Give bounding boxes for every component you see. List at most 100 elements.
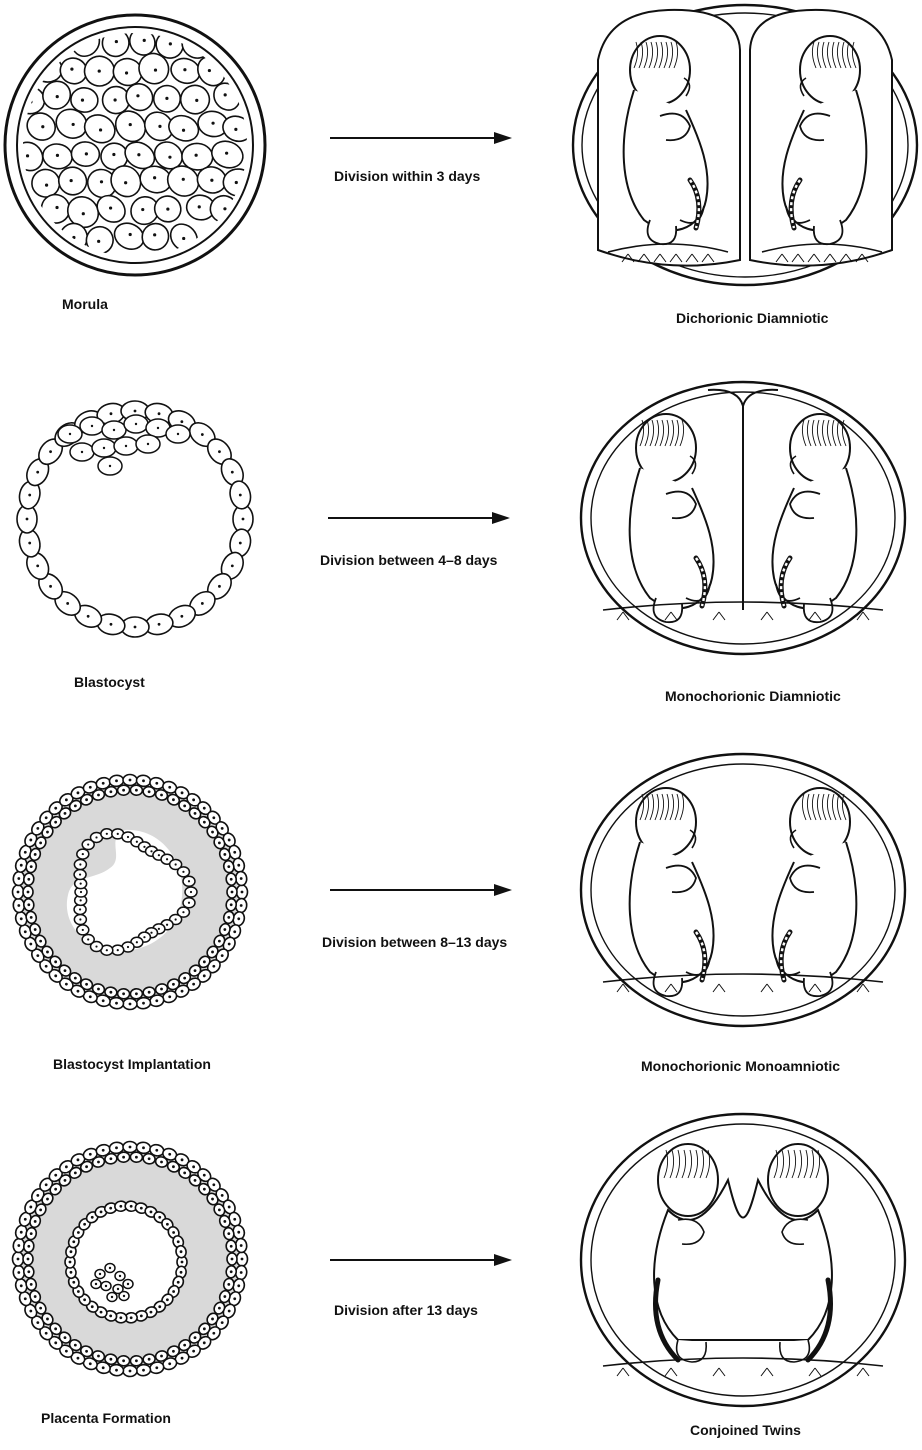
cell-nucleus — [182, 911, 185, 914]
morula-cell — [130, 196, 160, 226]
cell-nucleus — [211, 1197, 214, 1201]
cell-nucleus — [155, 781, 159, 785]
fetus-hair — [687, 1149, 693, 1179]
cell-nucleus — [29, 838, 33, 842]
cell-nucleus — [19, 1284, 23, 1288]
placenta-vessel — [760, 1367, 774, 1377]
cell-nucleus — [237, 1230, 241, 1234]
cell-nucleus — [124, 71, 129, 75]
placenta-vessel — [669, 253, 683, 263]
cell-nucleus — [195, 98, 199, 103]
cell-nucleus — [76, 1290, 80, 1293]
cell-nucleus — [109, 622, 113, 626]
cell-nucleus — [147, 1357, 151, 1361]
cell-nucleus — [240, 1257, 244, 1261]
cell-nucleus — [76, 1356, 80, 1360]
placenta-vessel — [839, 253, 853, 263]
cell-nucleus — [141, 207, 145, 212]
cell-nucleus — [220, 954, 224, 958]
fetus-hair — [649, 793, 655, 821]
cell-nucleus — [69, 178, 73, 183]
fetus-hair — [815, 1149, 821, 1179]
arrow-4 — [328, 1252, 518, 1268]
cell-nucleus — [36, 564, 40, 568]
cell-nucleus — [241, 517, 245, 521]
cell-nucleus — [88, 785, 92, 789]
cell-nucleus — [212, 816, 216, 820]
fetus-hair — [638, 41, 644, 69]
cell-nucleus — [78, 908, 82, 911]
cell-nucleus — [27, 1244, 31, 1248]
fetus-hair — [821, 793, 827, 821]
fetus-arm — [659, 112, 691, 142]
cell-nucleus — [147, 990, 151, 994]
cell-nucleus — [172, 1290, 176, 1293]
cell-nucleus — [134, 422, 138, 426]
cell-nucleus — [227, 1309, 231, 1313]
cell-nucleus — [99, 1310, 103, 1314]
cell-nucleus — [81, 852, 84, 856]
cell-nucleus — [128, 778, 132, 782]
cell-nucleus — [64, 982, 68, 986]
cell-nucleus — [202, 1327, 206, 1331]
cell-nucleus — [108, 464, 112, 468]
cell-nucleus — [101, 1366, 105, 1370]
cell-nucleus — [126, 1282, 130, 1286]
cell-nucleus — [81, 928, 84, 932]
cell-nucleus — [29, 865, 33, 869]
placenta-vessel — [621, 253, 635, 263]
cell-nucleus — [69, 1250, 73, 1254]
cell-nucleus — [229, 1270, 233, 1274]
cell-nucleus — [33, 1220, 37, 1223]
cell-nucleus — [73, 1343, 77, 1347]
stage-label-morula: Morula — [62, 296, 108, 312]
cell-nucleus — [183, 1343, 187, 1347]
cell-nucleus — [36, 1193, 40, 1197]
conjoined-body — [653, 1177, 833, 1341]
cell-nucleus — [17, 1244, 21, 1247]
amniotic-cavity — [66, 829, 183, 951]
cell-nucleus — [63, 969, 67, 972]
cell-nucleus — [202, 1341, 206, 1345]
cell-nucleus — [193, 1336, 197, 1339]
cell-nucleus — [179, 1250, 183, 1254]
cell-nucleus — [105, 949, 108, 952]
fetus-right — [781, 35, 868, 246]
fetus-hair — [785, 1149, 791, 1179]
row-4: Placenta Formation Division after 13 day… — [0, 1110, 922, 1450]
cell-nucleus — [146, 442, 150, 446]
fetus-hair — [831, 41, 837, 69]
fetus-hair — [681, 1149, 687, 1179]
cell-nucleus — [172, 1349, 175, 1353]
cell-nucleus — [197, 205, 201, 209]
fetus-hair — [821, 419, 827, 447]
cell-nucleus — [172, 1165, 175, 1169]
cell-nucleus — [122, 1359, 125, 1363]
blastocyst-implantation-illustration — [11, 773, 249, 1011]
cell-nucleus — [234, 180, 238, 185]
fetus-hair — [841, 41, 847, 69]
fetus-hair — [803, 1149, 809, 1179]
cell-nucleus — [155, 999, 159, 1003]
fetus-hair — [668, 41, 674, 69]
placenta-vessel — [685, 253, 699, 263]
fetus-hair — [705, 1149, 711, 1179]
cell-nucleus — [110, 1295, 114, 1299]
cell-nucleus — [157, 412, 161, 416]
cell-nucleus — [68, 1260, 72, 1264]
cell-nucleus — [189, 890, 193, 894]
fetus-hair — [791, 1149, 797, 1179]
cell-nucleus — [88, 1152, 92, 1156]
cell-nucleus — [64, 1349, 68, 1353]
row-3: Blastocyst Implantation Division between… — [0, 750, 922, 1090]
cell-nucleus — [153, 68, 158, 72]
cell-nucleus — [80, 98, 85, 102]
cell-nucleus — [25, 154, 30, 158]
cell-nucleus — [150, 850, 153, 853]
cell-nucleus — [101, 999, 105, 1003]
cell-nucleus — [97, 1354, 100, 1358]
cell-nucleus — [54, 974, 58, 978]
cell-nucleus — [149, 1310, 153, 1314]
fetus-hair — [663, 1149, 669, 1179]
cell-nucleus — [211, 121, 215, 125]
